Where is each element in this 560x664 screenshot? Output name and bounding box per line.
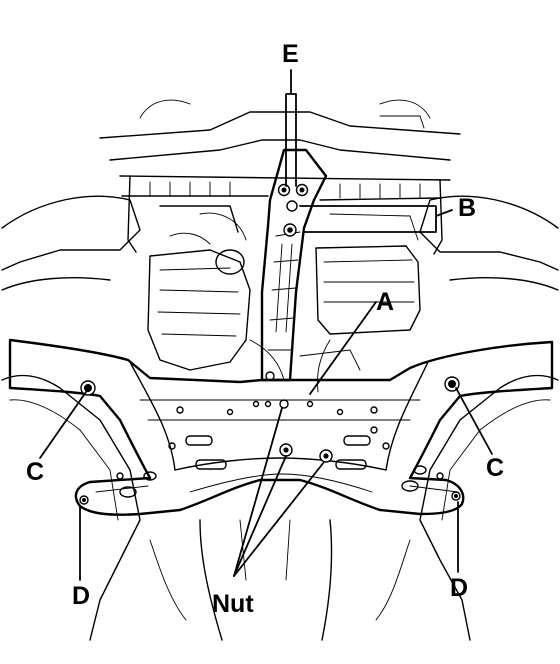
callout-b: B (458, 194, 477, 222)
engine-bay-background (1, 99, 559, 641)
center-member (260, 148, 328, 382)
callout-e: E (282, 40, 299, 68)
callout-c-right: C (486, 454, 505, 482)
front-crossmember (8, 338, 554, 516)
callout-nut: Nut (212, 590, 254, 618)
leader-lines (39, 69, 493, 581)
callout-a: A (376, 288, 395, 316)
callout-d-right: D (450, 574, 469, 602)
callout-c-left: C (26, 458, 45, 486)
callout-d-left: D (72, 582, 91, 610)
